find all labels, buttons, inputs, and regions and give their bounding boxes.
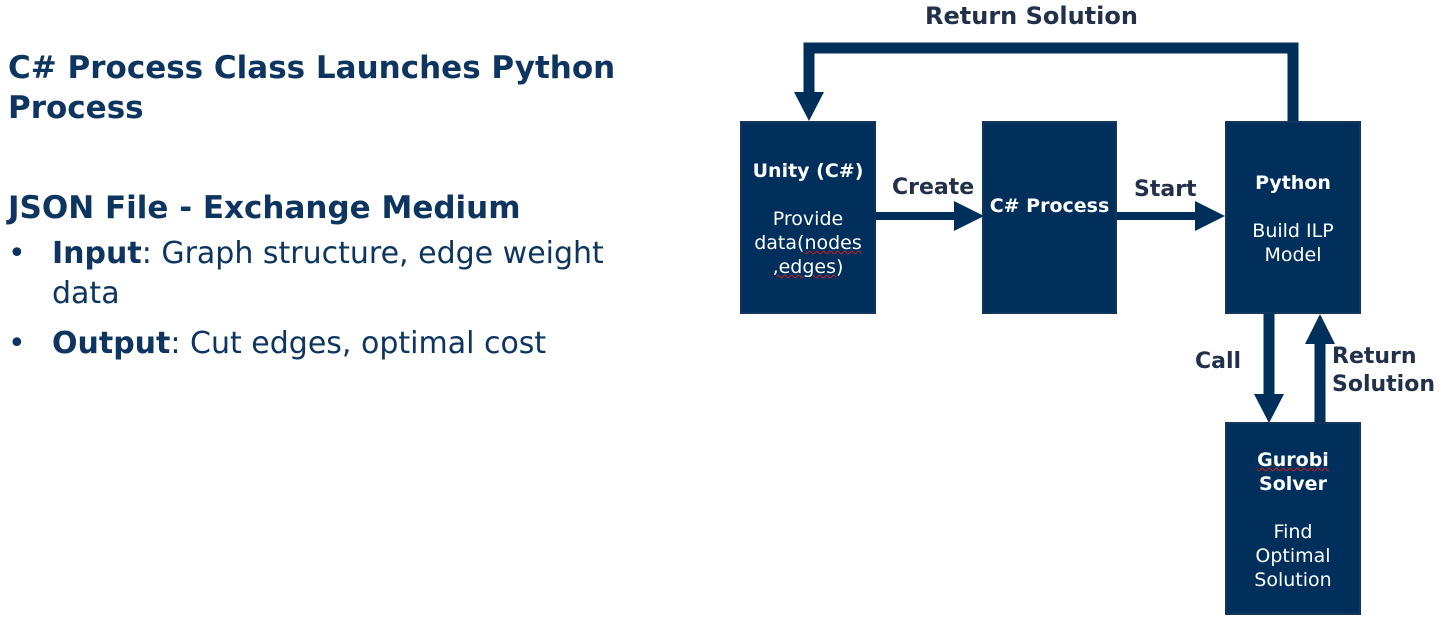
gurobi-title-line2: Solver	[1259, 473, 1327, 495]
unity-line2: data(nodes	[754, 232, 862, 254]
bullet-term-output: Output	[52, 326, 171, 361]
unity-line1: Provide	[772, 208, 844, 230]
gurobi-line1: Find	[1273, 521, 1313, 543]
main-heading-line2: Process	[8, 90, 144, 126]
gurobi-box: Gurobi Solver Find Optimal Solution	[1225, 422, 1361, 615]
bullet-marker: •	[8, 326, 26, 361]
python-box: Python Build ILP Model	[1225, 121, 1361, 314]
bullet-marker: •	[8, 236, 26, 271]
csprocess-box: C# Process	[982, 121, 1117, 314]
label-return-right-2: Solution	[1332, 372, 1435, 397]
call-arrowhead	[1254, 394, 1284, 423]
return-loop-arrow	[803, 42, 1299, 122]
python-line1: Build ILP	[1252, 220, 1334, 242]
bullet-output: • Output: Cut edges, optimal cost	[8, 324, 658, 364]
bullet-input: • Input: Graph structure, edge weight da…	[8, 234, 658, 314]
gurobi-title-line1: Gurobi	[1257, 449, 1329, 471]
label-return-top: Return Solution	[925, 2, 1138, 30]
main-heading: C# Process Class Launches Python Process	[8, 48, 658, 128]
label-create: Create	[892, 175, 975, 200]
bullet-text-input: : Graph structure, edge weight	[141, 236, 604, 271]
bullet-text-input-2: data	[52, 276, 120, 311]
create-arrowhead	[954, 201, 984, 231]
label-return-right-1: Return	[1332, 344, 1417, 369]
return-up-arrowhead	[1305, 314, 1335, 344]
start-arrowhead	[1195, 201, 1225, 231]
sub-heading: JSON File - Exchange Medium	[8, 190, 521, 226]
label-call: Call	[1195, 349, 1242, 374]
unity-line3: ,edges)	[772, 256, 844, 278]
python-line2: Model	[1264, 244, 1322, 266]
python-title: Python	[1255, 172, 1331, 194]
gurobi-line3: Solution	[1254, 569, 1332, 591]
unity-box: Unity (C#) Provide data(nodes ,edges)	[740, 121, 876, 314]
label-start: Start	[1134, 177, 1197, 202]
csprocess-title: C# Process	[989, 195, 1110, 217]
unity-title: Unity (C#)	[752, 160, 864, 182]
gurobi-line2: Optimal	[1255, 545, 1331, 567]
bullet-term-input: Input	[52, 236, 142, 271]
main-heading-line1: C# Process Class Launches Python	[8, 50, 616, 86]
bullet-list: • Input: Graph structure, edge weight da…	[8, 234, 658, 364]
return-loop-arrowhead	[794, 92, 824, 121]
bullet-text-output: : Cut edges, optimal cost	[170, 326, 547, 361]
text-panel: C# Process Class Launches Python Process…	[8, 48, 658, 374]
